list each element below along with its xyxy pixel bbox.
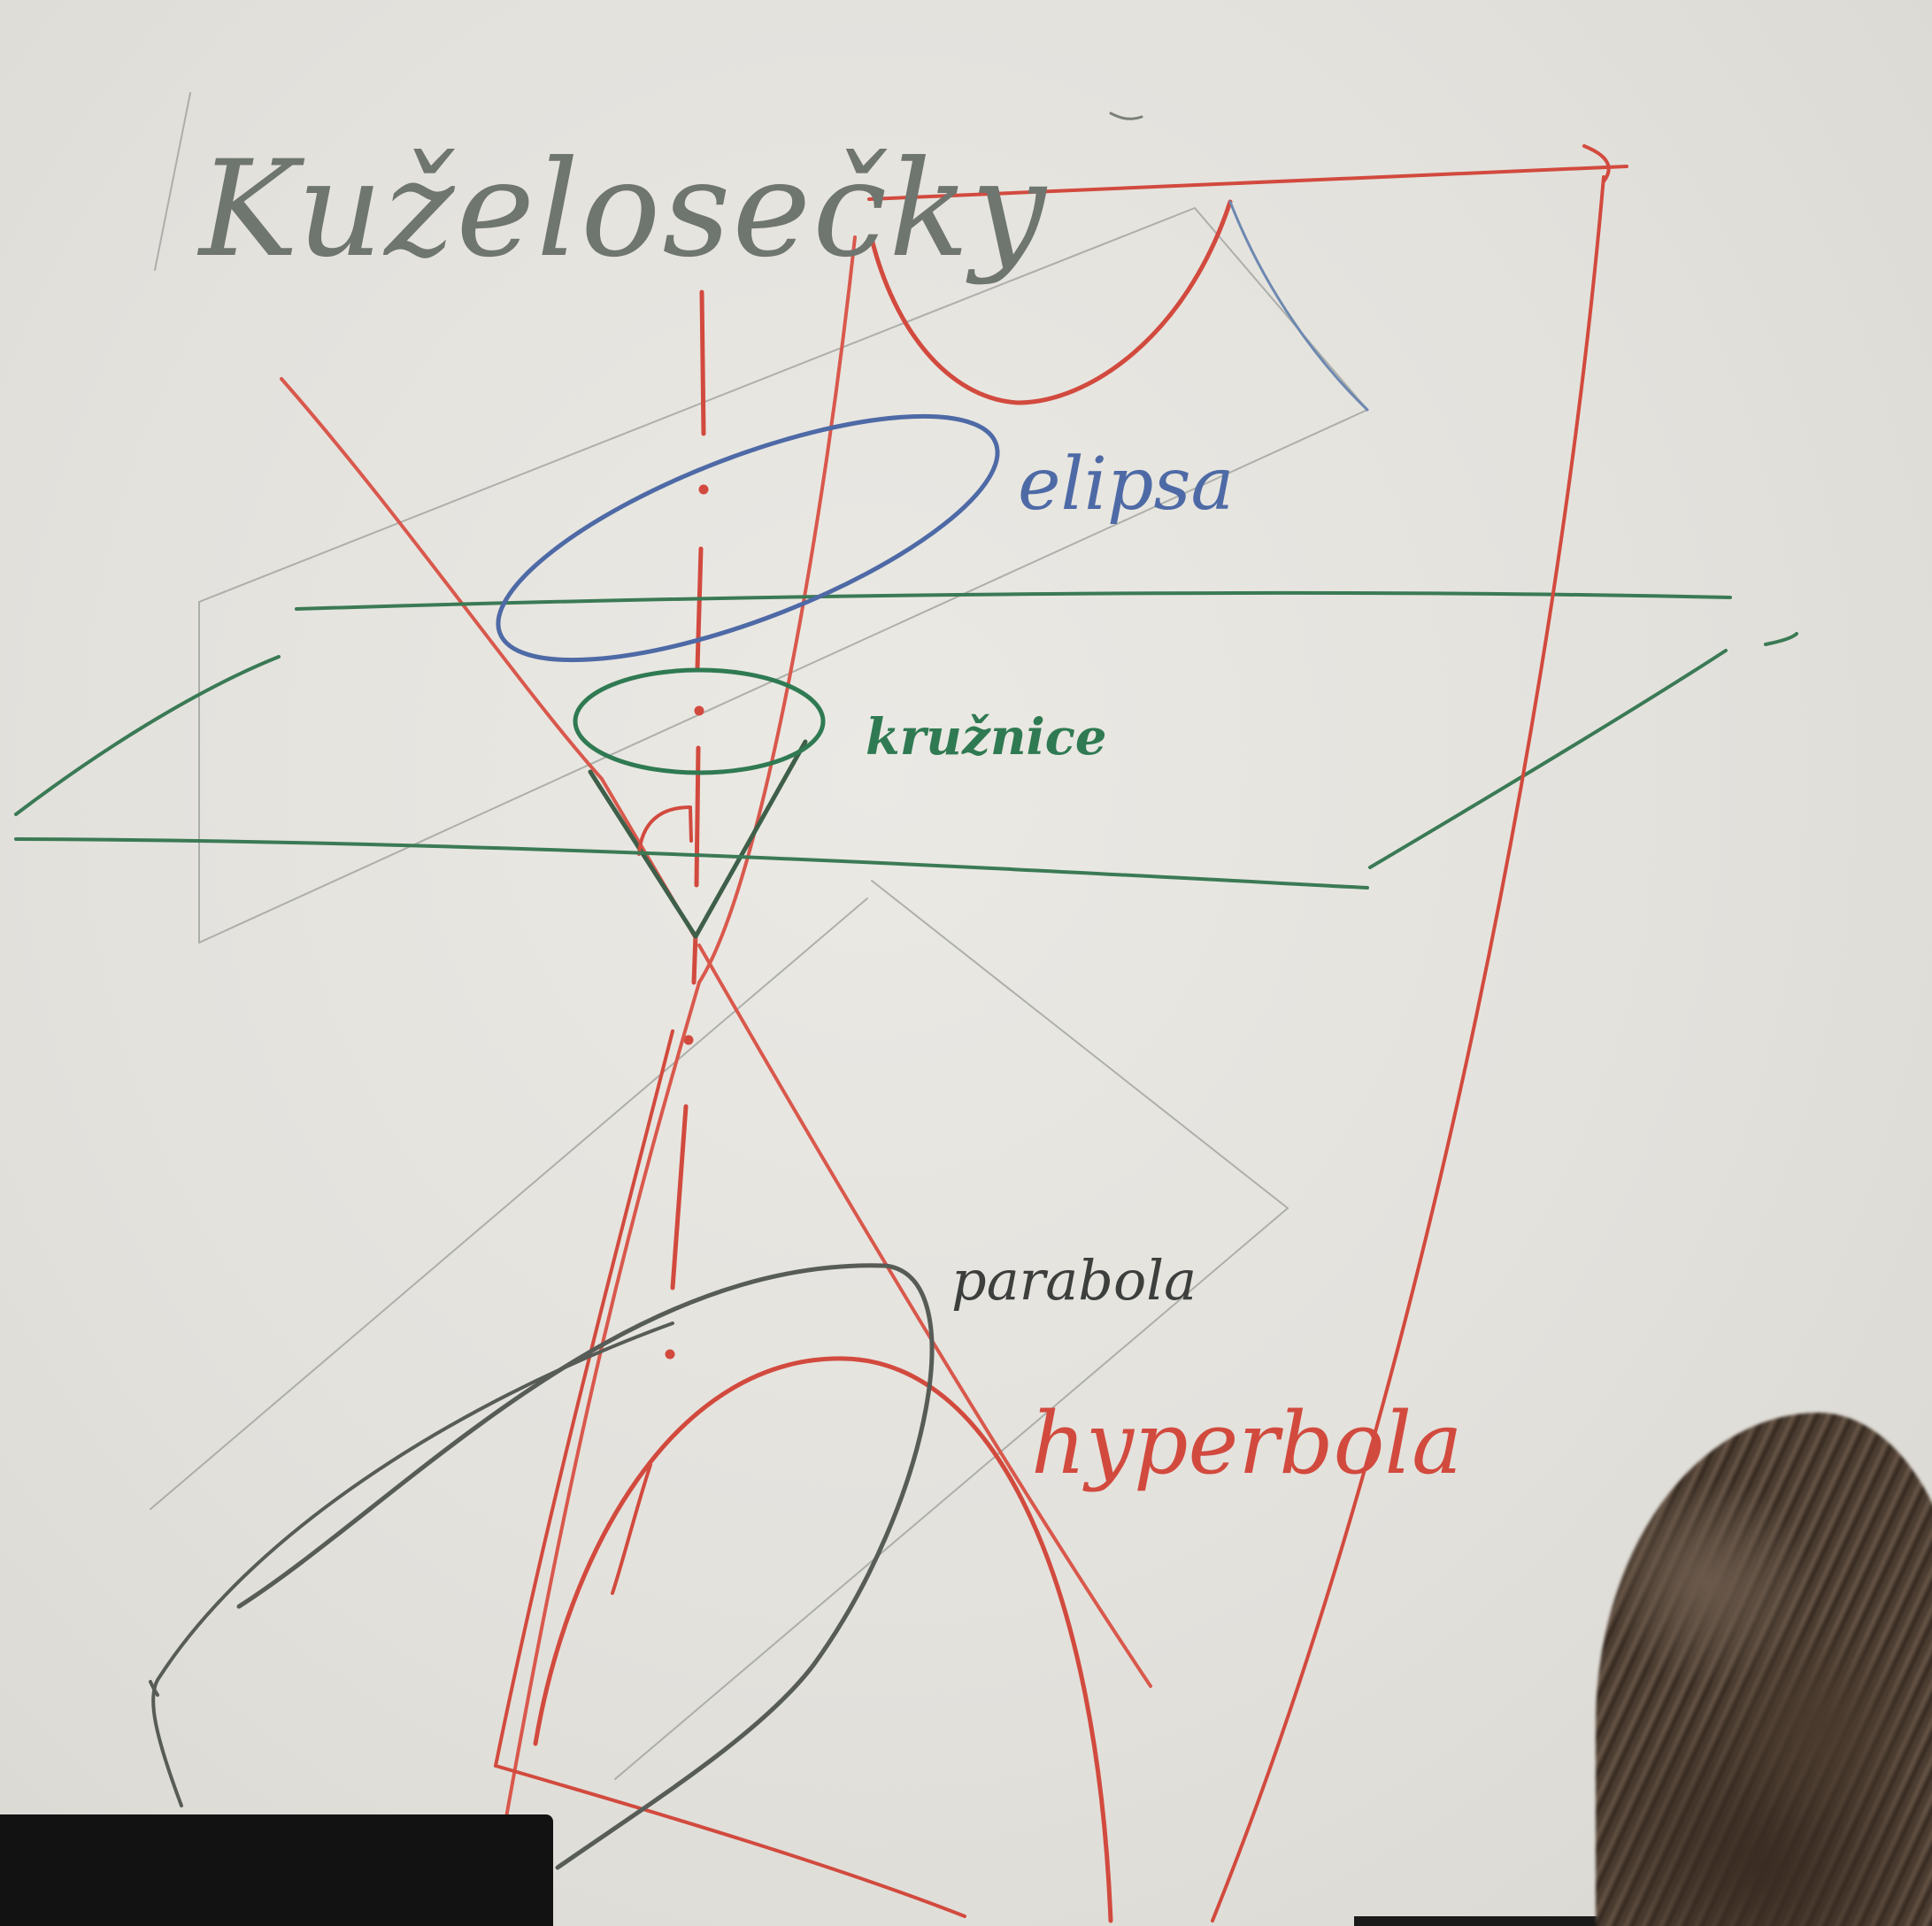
label-ellipse: elipsa [1018, 443, 1235, 527]
monitor-edge [0, 1814, 553, 1926]
hyperbola-curve [533, 1356, 1113, 1923]
upper-hyperbola-right-edge [1228, 200, 1369, 412]
cone-axis [665, 289, 709, 1360]
label-hyperbola: hyperbola [1031, 1394, 1463, 1493]
monitor-edge-right [1354, 1916, 1611, 1926]
circle-plane [14, 590, 1798, 890]
right-angle-mark [637, 805, 693, 856]
hyperbola-plane [494, 144, 1628, 1922]
faint-guide-lines [150, 92, 1368, 1780]
circle-curve [573, 667, 826, 775]
upper-hyperbola-curve [869, 199, 1233, 405]
label-circle: kružnice [866, 708, 1107, 767]
title-kuzelosecky: Kuželosečky [199, 133, 1048, 287]
ellipse-curve [496, 413, 1000, 663]
cone-bottom-edges [588, 739, 808, 939]
parabola-curve [236, 1263, 935, 1870]
parabola-plane-edge [151, 1321, 674, 1807]
label-parabola: parabola [951, 1248, 1197, 1313]
